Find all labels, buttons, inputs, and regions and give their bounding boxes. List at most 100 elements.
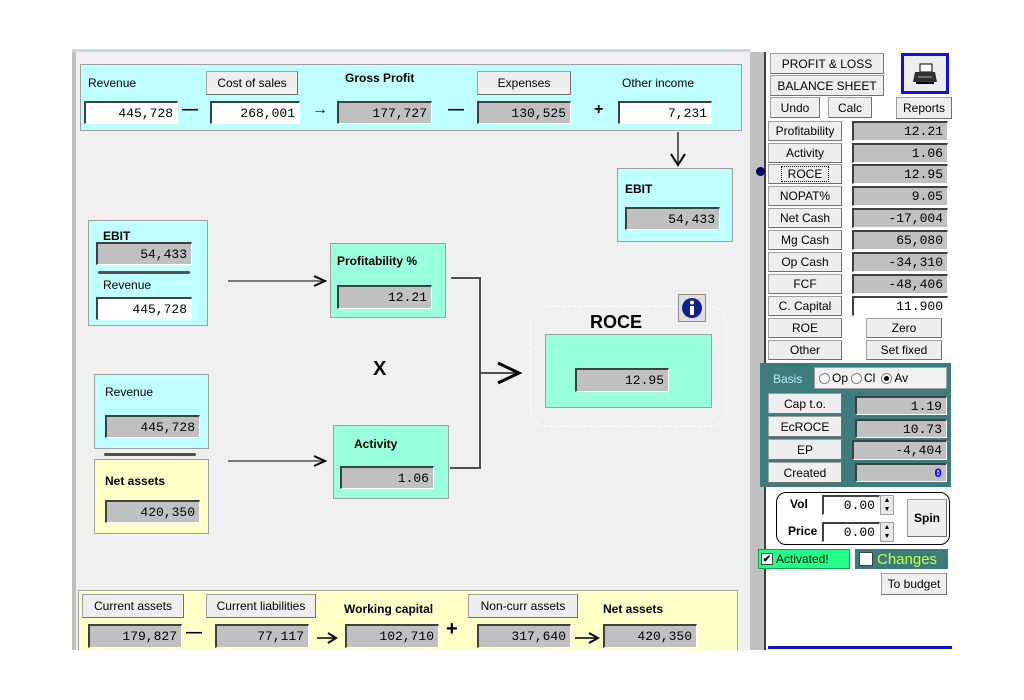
cost-of-sales-input[interactable]: 268,001 xyxy=(210,101,300,124)
profit-loss-button[interactable]: PROFIT & LOSS xyxy=(770,53,884,74)
multiply-sign: X xyxy=(373,358,387,380)
metric-profitability-button[interactable]: Profitability xyxy=(768,121,842,141)
cost-of-sales-button[interactable]: Cost of sales xyxy=(206,71,298,95)
net-assets-value: 420,350 xyxy=(603,624,697,648)
reports-button[interactable]: Reports xyxy=(896,97,952,119)
metric-roce-value: 12.95 xyxy=(852,164,948,184)
metric-nopat-value: 9.05 xyxy=(852,186,948,206)
metric-c-capital-button[interactable]: C. Capital xyxy=(768,296,842,316)
window-top-border xyxy=(72,49,750,52)
info-button[interactable] xyxy=(678,294,706,322)
spin-button[interactable]: Spin xyxy=(907,499,947,537)
working-capital-label: Working capital xyxy=(344,602,434,616)
vol-input[interactable]: 0.00 xyxy=(822,495,880,515)
division-line xyxy=(104,453,196,456)
metric-nopat-button[interactable]: NOPAT% xyxy=(768,186,842,206)
arrow-right-icon xyxy=(575,632,600,644)
ep-button[interactable]: EP xyxy=(768,439,842,460)
basis-radio-av[interactable]: Av xyxy=(881,371,908,385)
roce-label: ROCE xyxy=(590,312,643,332)
roce-group xyxy=(530,306,727,427)
revenue-input[interactable]: 445,728 xyxy=(96,297,192,320)
minus-operator: — xyxy=(182,101,198,118)
other-income-input[interactable]: 7,231 xyxy=(618,101,712,124)
ecroce-button[interactable]: EcROCE xyxy=(768,416,842,437)
sidebar-bottom-border xyxy=(768,646,952,649)
revenue-value: 445,728 xyxy=(105,415,200,438)
other-income-label: Other income xyxy=(622,76,695,90)
plus-operator: + xyxy=(594,101,604,118)
plus-operator: + xyxy=(446,618,458,640)
calc-button[interactable]: Calc xyxy=(828,97,872,118)
ecroce-value: 10.73 xyxy=(855,419,947,438)
vol-spinner[interactable]: ▲▼ xyxy=(880,495,894,515)
price-label: Price xyxy=(788,524,818,538)
ebit-box xyxy=(617,168,733,242)
checkbox-unchecked-icon xyxy=(859,552,873,566)
ebit-value: 54,433 xyxy=(625,207,720,230)
non-curr-assets-value: 317,640 xyxy=(477,624,571,648)
metric-fcf-value: -48,406 xyxy=(852,274,948,294)
metric-net-cash-button[interactable]: Net Cash xyxy=(768,208,842,228)
splitter[interactable] xyxy=(750,52,766,650)
non-curr-assets-button[interactable]: Non-curr assets xyxy=(468,594,578,618)
price-input[interactable]: 0.00 xyxy=(822,522,880,542)
radio-selected-icon xyxy=(881,372,893,384)
revenue-label: Revenue xyxy=(88,76,137,90)
current-liabilities-value: 77,117 xyxy=(215,624,309,648)
gross-profit-value: 177,727 xyxy=(337,101,432,124)
minus-operator: — xyxy=(448,101,464,118)
cap-to-button[interactable]: Cap t.o. xyxy=(768,393,842,414)
zero-button[interactable]: Zero xyxy=(866,318,942,338)
metric-mg-cash-value: 65,080 xyxy=(852,230,948,250)
gross-profit-label: Gross Profit xyxy=(345,71,415,85)
current-assets-button[interactable]: Current assets xyxy=(82,594,184,618)
radio-icon xyxy=(851,372,863,384)
ep-value: -4,404 xyxy=(852,440,947,460)
metric-fcf-button[interactable]: FCF xyxy=(768,274,842,294)
revenue-label: Revenue xyxy=(105,385,154,399)
working-capital-value: 102,710 xyxy=(345,624,439,648)
basis-label: Basis xyxy=(773,372,803,386)
activated-label: Activated! xyxy=(776,552,829,566)
undo-button[interactable]: Undo xyxy=(770,97,820,118)
print-button[interactable] xyxy=(901,53,949,94)
net-assets-label: Net assets xyxy=(603,602,664,616)
expenses-button[interactable]: Expenses xyxy=(477,71,571,95)
set-fixed-button[interactable]: Set fixed xyxy=(866,340,942,360)
division-line xyxy=(98,271,190,274)
current-liabilities-button[interactable]: Current liabilities xyxy=(206,594,316,618)
arrow-operator: → xyxy=(312,101,328,118)
activated-checkbox[interactable]: ✔ Activated! xyxy=(758,549,850,569)
radio-icon xyxy=(819,372,830,384)
metric-activity-button[interactable]: Activity xyxy=(768,143,842,163)
vol-label: Vol xyxy=(790,497,808,511)
basis-radio-cl[interactable]: Cl xyxy=(851,371,875,385)
metric-op-cash-button[interactable]: Op Cash xyxy=(768,252,842,272)
revenue-input[interactable]: 445,728 xyxy=(84,101,178,124)
minus-operator: — xyxy=(186,624,202,641)
current-assets-value: 179,827 xyxy=(88,624,182,648)
roe-button[interactable]: ROE xyxy=(768,318,842,338)
down-arrow-icon xyxy=(670,132,686,167)
cap-to-value: 1.19 xyxy=(855,396,947,415)
created-button[interactable]: Created xyxy=(768,462,842,483)
metric-net-cash-value: -17,004 xyxy=(852,208,948,228)
radio-label: Op xyxy=(832,371,849,385)
radio-label: Cl xyxy=(864,371,876,385)
changes-checkbox[interactable]: Changes xyxy=(855,549,948,569)
price-spinner[interactable]: ▲▼ xyxy=(880,522,894,542)
basis-radio-op[interactable]: Op xyxy=(819,371,848,385)
ebit-label: EBIT xyxy=(625,182,653,196)
metric-op-cash-value: -34,310 xyxy=(852,252,948,272)
expenses-value: 130,525 xyxy=(477,101,571,124)
metric-roce-label: ROCE xyxy=(780,166,830,182)
metric-c-capital-input[interactable]: 11.900 xyxy=(852,296,948,316)
to-budget-button[interactable]: To budget xyxy=(881,573,947,595)
metric-roce-button[interactable]: ROCE xyxy=(768,164,842,184)
metric-mg-cash-button[interactable]: Mg Cash xyxy=(768,230,842,250)
balance-sheet-button[interactable]: BALANCE SHEET xyxy=(770,75,884,96)
net-assets-value: 420,350 xyxy=(105,500,200,523)
other-button[interactable]: Other xyxy=(768,340,842,360)
profitability-value: 12.21 xyxy=(337,285,432,309)
